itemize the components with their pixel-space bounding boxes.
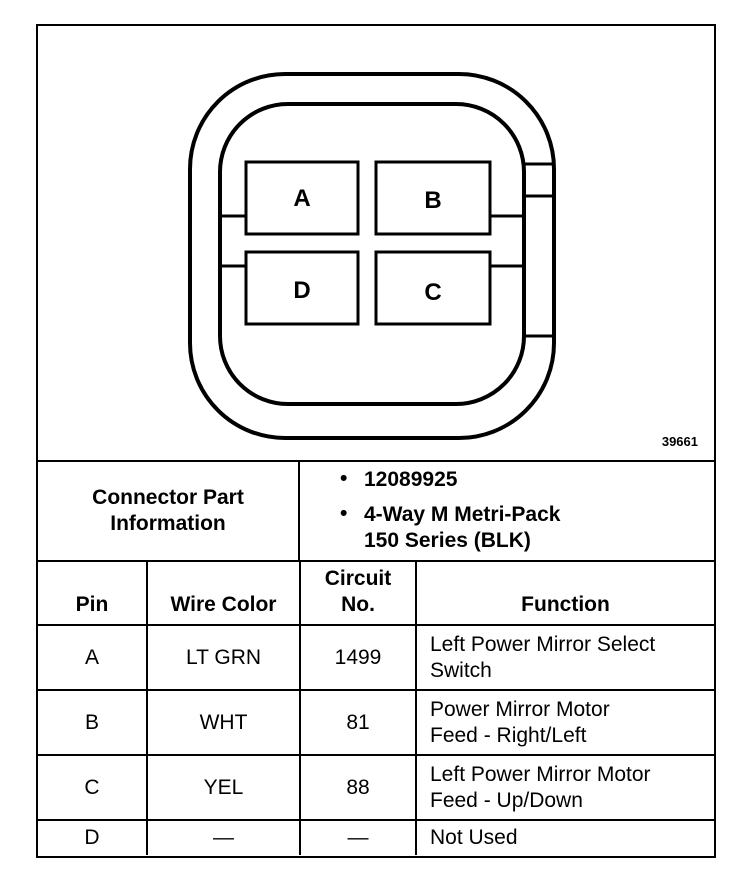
cell-pin: A [38,624,148,691]
table-row: D — — Not Used [38,819,714,855]
cavity-c [374,250,492,326]
cavity-a [244,160,360,236]
cell-circuit: 88 [299,754,417,821]
connector-face-drawing: A B D C [188,72,556,440]
connector-info-row: Connector Part Information • 12089925 • … [38,462,714,562]
pin-label-b: B [424,187,441,214]
cell-pin: C [38,754,148,821]
pin-label-a: A [293,185,310,212]
header-pin: Pin [38,562,148,626]
cell-circuit: — [299,819,417,855]
table-header-row: Pin Wire Color Circuit No. Function [38,562,714,626]
cell-pin: B [38,689,148,756]
connector-inner-shell [218,102,526,406]
connector-info-label-cell: Connector Part Information [38,462,300,560]
bullet-icon: • [340,502,348,525]
cavity-b [374,160,492,236]
header-circuit: Circuit No. [299,562,417,626]
cavity-d [244,250,360,326]
bullet-icon: • [340,467,348,490]
connector-frame: A B D C 39661 Connector Part Information… [36,24,716,858]
cell-circuit: 81 [299,689,417,756]
cell-function: Power Mirror Motor Feed - Right/Left [415,689,714,756]
header-function: Function [415,562,714,626]
connector-info-label: Connector Part Information [92,486,244,535]
header-wire-color: Wire Color [146,562,301,626]
table-row: A LT GRN 1499 Left Power Mirror Select S… [38,624,714,691]
connector-description: 4-Way M Metri-Pack 150 Series (BLK) [364,503,561,552]
figure-number: 39661 [661,434,698,449]
cell-pin: D [38,819,148,855]
cell-wire-color: WHT [146,689,301,756]
cell-wire-color: LT GRN [146,624,301,691]
table-row: C YEL 88 Left Power Mirror Motor Feed - … [38,754,714,821]
cell-function: Left Power Mirror Select Switch [415,624,714,691]
pin-label-d: D [293,277,310,304]
pin-label-c: C [424,279,441,306]
part-number: 12089925 [364,468,458,491]
cell-function: Not Used [415,819,714,855]
cell-circuit: 1499 [299,624,417,691]
connector-info-list: • 12089925 • 4-Way M Metri-Pack 150 Seri… [300,462,714,560]
pin-table: Pin Wire Color Circuit No. Function A LT… [38,562,714,855]
table-row: B WHT 81 Power Mirror Motor Feed - Right… [38,689,714,756]
cell-wire-color: YEL [146,754,301,821]
connector-outer-shell [188,72,556,440]
cell-function: Left Power Mirror Motor Feed - Up/Down [415,754,714,821]
cell-wire-color: — [146,819,301,855]
connector-diagram: A B D C 39661 [38,26,714,462]
